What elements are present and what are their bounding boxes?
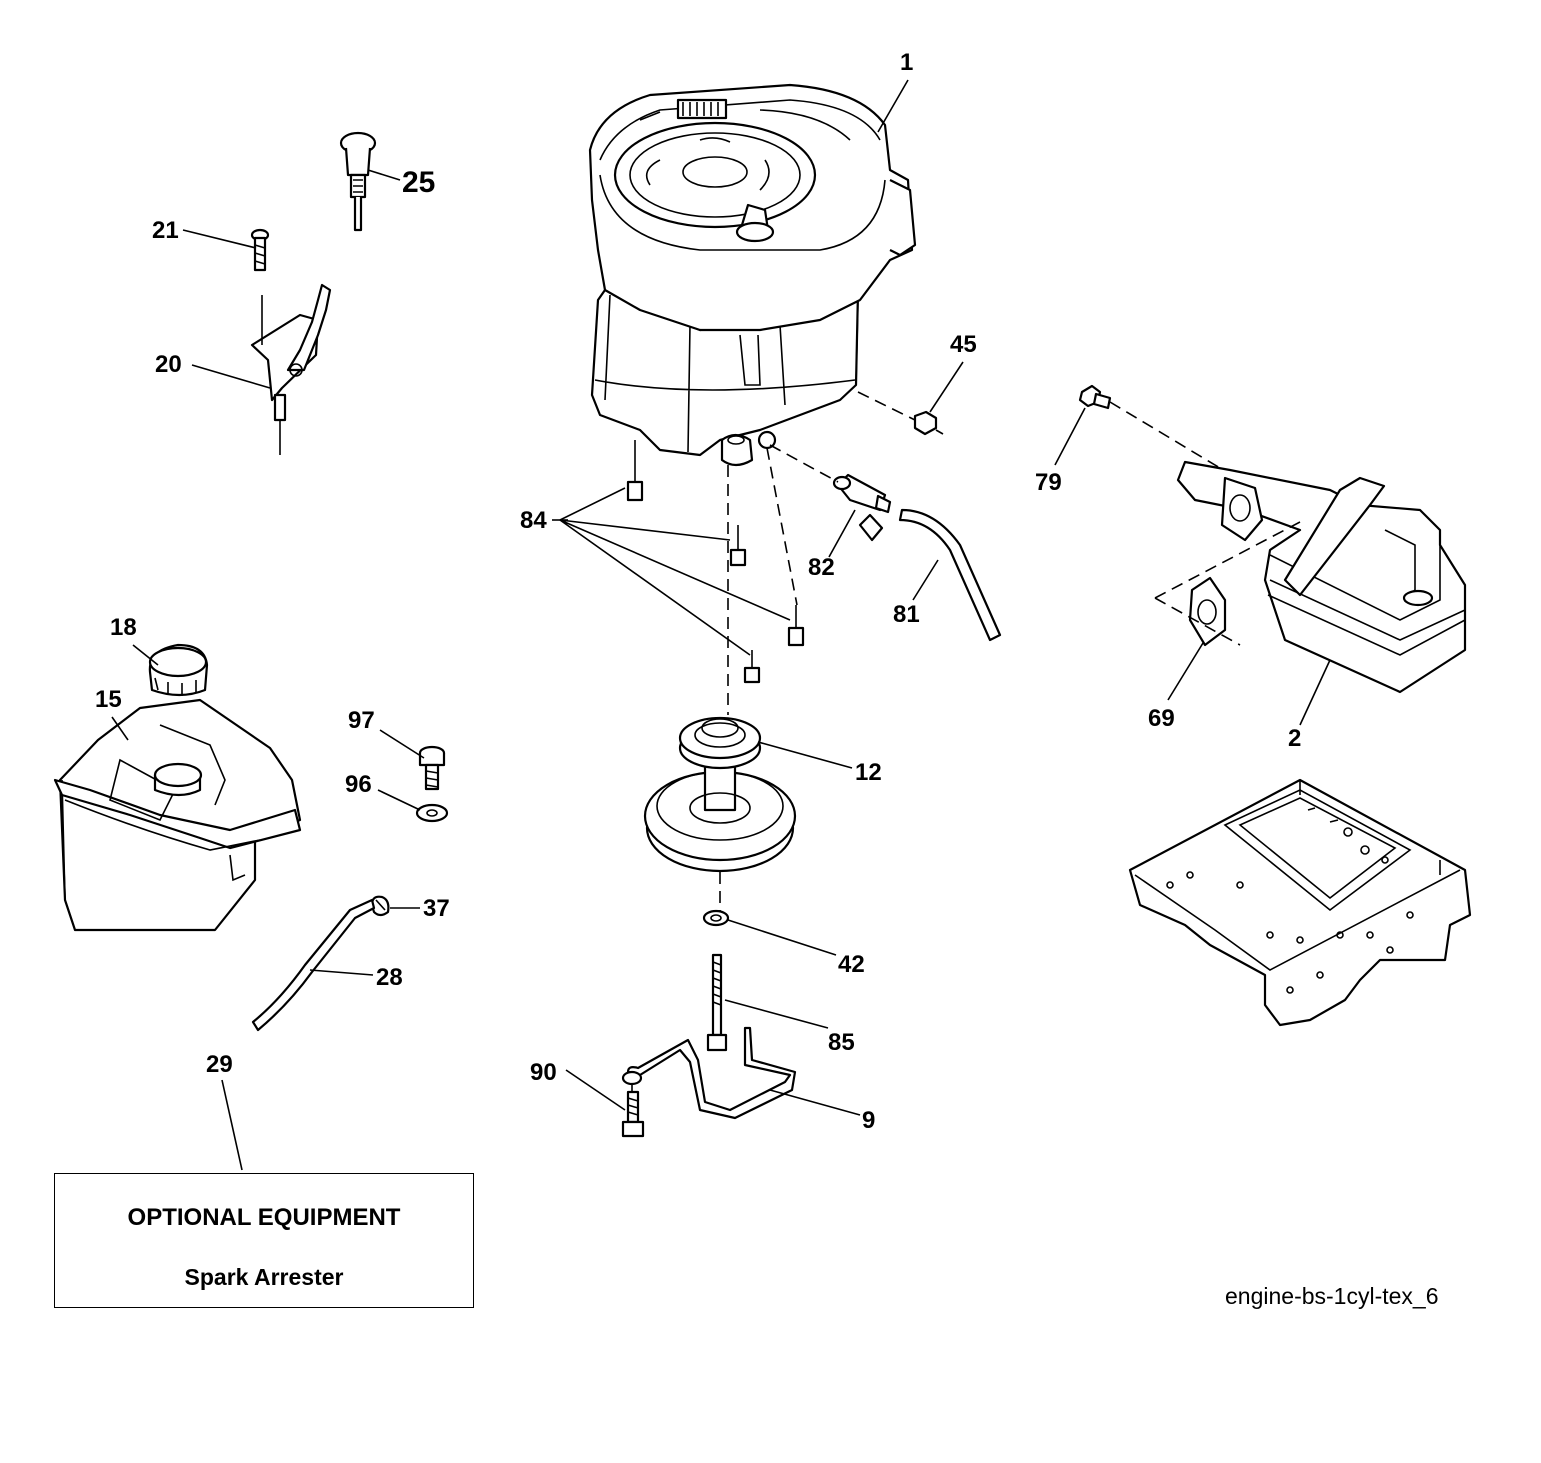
tank-bolt	[418, 745, 446, 791]
muffler-bolt	[1078, 384, 1112, 410]
callout-85: 85	[828, 1029, 855, 1056]
callout-90: 90	[530, 1059, 557, 1086]
callout-25: 25	[402, 166, 435, 199]
callout-82: 82	[808, 554, 835, 581]
callout-37: 37	[423, 895, 450, 922]
optional-equipment-box: OPTIONAL EQUIPMENT Spark Arrester	[54, 1173, 474, 1308]
callout-2: 2	[1288, 725, 1301, 752]
pulley	[643, 716, 797, 873]
crank-bolt	[706, 953, 728, 1052]
callout-45: 45	[950, 331, 977, 358]
nut	[913, 410, 944, 436]
callout-96: 96	[345, 771, 372, 798]
tank-washer	[415, 803, 449, 823]
callout-1: 1	[900, 49, 913, 76]
fuel-cap	[148, 643, 209, 697]
washer	[702, 909, 730, 927]
fuel-tank	[53, 698, 302, 932]
optional-equipment-item: Spark Arrester	[184, 1264, 344, 1290]
fuel-line	[898, 508, 1002, 642]
callout-18: 18	[110, 614, 137, 641]
callout-69: 69	[1148, 705, 1175, 732]
callout-15: 15	[95, 686, 122, 713]
callout-12: 12	[855, 759, 882, 786]
muffler	[1176, 460, 1467, 694]
diagram-reference: engine-bs-1cyl-tex_6	[1225, 1283, 1439, 1309]
engine-bolts	[626, 440, 805, 684]
callout-81: 81	[893, 601, 920, 628]
rod-bracket	[621, 1026, 797, 1138]
callout-28: 28	[376, 964, 403, 991]
callout-29: 29	[206, 1051, 233, 1078]
throttle-bracket	[250, 228, 332, 455]
engine	[588, 83, 917, 467]
hose-clamp	[370, 895, 390, 917]
callout-9: 9	[862, 1107, 875, 1134]
mounting-plate	[1128, 778, 1472, 1027]
choke-knob	[339, 131, 377, 232]
optional-equipment-title: OPTIONAL EQUIPMENT	[127, 1204, 401, 1231]
callout-79: 79	[1035, 469, 1062, 496]
callout-21: 21	[152, 217, 179, 244]
fuel-pump	[769, 444, 892, 542]
muffler-gasket	[1188, 576, 1227, 647]
callout-97: 97	[348, 707, 375, 734]
fuel-hose	[251, 898, 376, 1032]
callout-20: 20	[155, 351, 182, 378]
callout-84: 84	[520, 507, 547, 534]
callout-42: 42	[838, 951, 865, 978]
